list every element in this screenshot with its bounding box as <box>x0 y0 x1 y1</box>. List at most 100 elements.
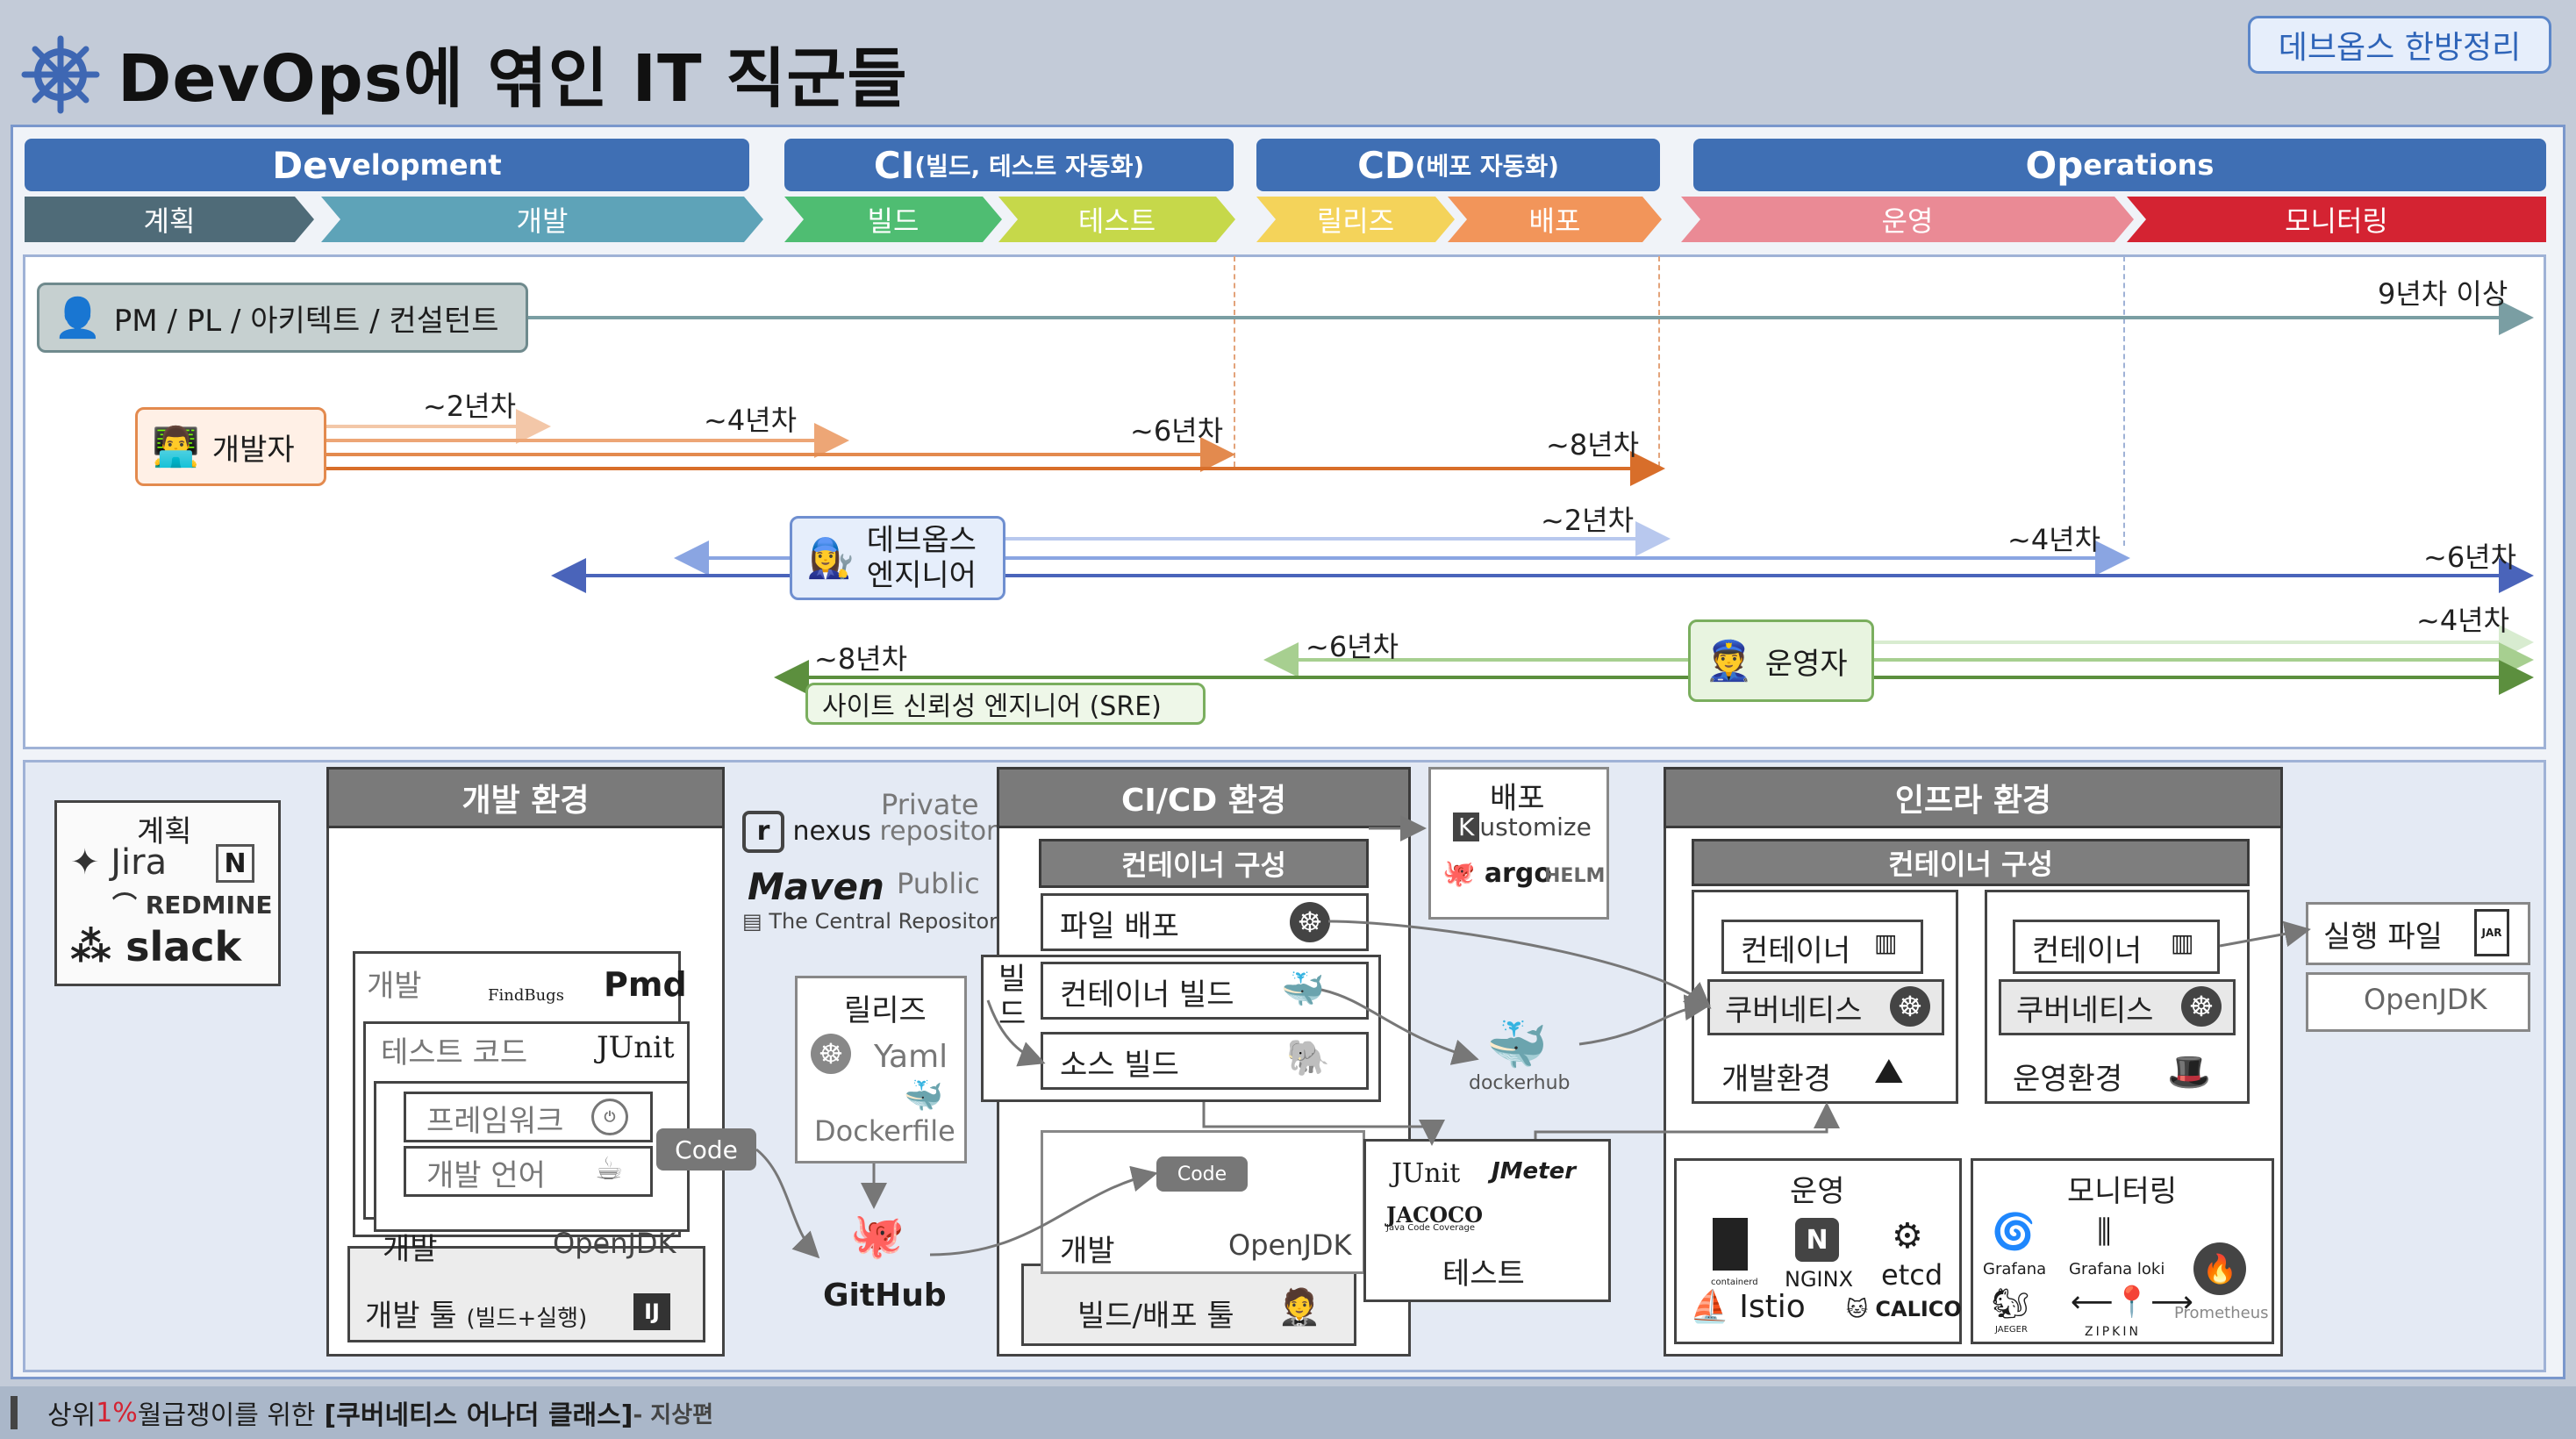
docker-icon: 🐳 <box>904 1078 943 1114</box>
jacoco-logo: JACOCO <box>1386 1202 1483 1228</box>
code-badge: Code <box>1156 1156 1248 1192</box>
stage-build: 빌드 <box>784 197 1002 242</box>
stage-operate: 운영 <box>1681 197 2134 242</box>
docker-icon: 🐳 <box>1281 970 1325 1010</box>
findbugs-logo: FindBugs <box>488 986 564 1005</box>
container-label-2: 컨테이너 <box>2032 934 2143 969</box>
connector-lines <box>755 815 2311 1259</box>
k8s-label-1: 쿠버네티스 <box>1725 993 1863 1028</box>
jira-logo: ✦ Jira <box>70 842 168 883</box>
dev-label-2: 개발 <box>383 1232 438 1267</box>
cicd-dev-box <box>1041 1130 1365 1274</box>
redhat-icon: 🎩 <box>2167 1052 2211 1092</box>
file-deploy-label: 파일 배포 <box>1060 909 1179 944</box>
yaml-label: Yaml <box>874 1039 948 1075</box>
etcd-label: etcd <box>1881 1258 1943 1292</box>
infra-container-head: 컨테이너 구성 <box>1692 839 2250 886</box>
source-build-box <box>1041 1032 1369 1090</box>
page-title: DevOps에 엮인 IT 직군들 <box>118 41 908 117</box>
loki-icon: ⫼ <box>2097 1214 2112 1250</box>
plan-title: 계획 <box>137 814 192 849</box>
dev-env-label: 개발환경 <box>1721 1062 1832 1097</box>
junit-logo: JUnit <box>1392 1158 1461 1189</box>
dev-env-title: 개발 환경 <box>326 767 725 828</box>
rancher-icon: ⛰ <box>1874 1051 1904 1092</box>
openjdk-logo: OpenJDK <box>553 1227 676 1260</box>
gradle-icon: 🐘 <box>1286 1038 1330 1078</box>
dev-year-4: ~4년차 <box>704 404 798 437</box>
jmeter-logo: JMeter <box>1492 1158 1577 1185</box>
nexus-logo: r nexus repository <box>742 811 1013 853</box>
cicd-container-head: 컨테이너 구성 <box>1039 839 1369 888</box>
role-developer: 👨‍💻 개발자 <box>135 407 326 486</box>
footer: 상위 1% 월급쟁이를 위한 [쿠버네티스 어나더 클래스] - 지상편 <box>0 1386 2576 1439</box>
ops-env-label: 운영환경 <box>2013 1062 2123 1097</box>
devops-year-6: ~6년차 <box>2423 541 2517 574</box>
k8s-label-2: 쿠버네티스 <box>2016 993 2154 1028</box>
grafana-label: Grafana <box>1983 1260 2047 1278</box>
container-build-label: 컨테이너 빌드 <box>1060 977 1234 1013</box>
exec-file-label: 실행 파일 <box>2323 920 2443 955</box>
officer-icon: 👮 <box>1705 639 1753 684</box>
phase-ci: CI (빌드, 테스트 자동화) <box>784 139 1234 191</box>
deploy-box <box>1428 767 1609 920</box>
kubernetes-icon: ☸ <box>2181 986 2222 1027</box>
dockerhub-label: dockerhub <box>1469 1072 1571 1094</box>
istio-logo: ⛵ Istio <box>1690 1289 1806 1325</box>
calico-logo: 🐱 CALICO <box>1846 1297 1962 1321</box>
test-box <box>1363 1139 1611 1302</box>
language-label: 개발 언어 <box>426 1158 546 1193</box>
notion-icon: N <box>216 844 254 883</box>
infra-env-title: 인프라 환경 <box>1664 767 2283 828</box>
release-label: 릴리즈 <box>844 993 927 1028</box>
loki-label: Grafana loki <box>2069 1260 2165 1278</box>
github-icon: 🐙 <box>849 1209 905 1261</box>
private-label: Private <box>881 788 979 821</box>
role-pm: 👤 PM / PL / 아키텍트 / 컨설턴트 <box>37 283 528 353</box>
role-sre: 사이트 신뢰성 엔지니어 (SRE) <box>805 683 1206 725</box>
dev-year-2: ~2년차 <box>423 390 517 423</box>
jenkins-icon: 🤵 <box>1277 1287 1321 1328</box>
stage-plan: 계획 <box>25 197 314 242</box>
ops-tools-title: 운영 <box>1790 1174 1845 1209</box>
divider-line <box>2123 256 2125 546</box>
slack-logo: ⁂ slack <box>70 923 242 970</box>
kubernetes-icon: ☸ <box>1290 902 1330 942</box>
helm-wheel-icon <box>21 35 100 114</box>
container-box-1 <box>1721 920 1923 974</box>
build-tool-label: 빌드/배포 툴 <box>1077 1299 1234 1334</box>
dev-label: 개발 <box>367 969 422 1004</box>
container-build-box <box>1041 962 1369 1020</box>
public-label: Public <box>897 867 980 900</box>
ops-year-8: ~8년차 <box>814 642 908 676</box>
engineer-icon: 👩‍🔧 <box>806 536 855 581</box>
helm-logo: HELM <box>1544 865 1606 887</box>
career-arrows <box>326 300 2534 695</box>
dev-tool-label: 개발 툴 (빌드+실행) <box>365 1299 588 1334</box>
intellij-icon: IJ <box>633 1293 670 1330</box>
deploy-label: 배포 <box>1490 781 1545 816</box>
devops-year-4: ~4년차 <box>2007 523 2101 556</box>
devops-year-2: ~2년차 <box>1541 504 1635 537</box>
containerd-icon <box>1713 1218 1748 1271</box>
test-label: 테스트 <box>1442 1256 1525 1292</box>
code-badge: Code <box>656 1128 756 1171</box>
cicd-dev-label: 개발 <box>1060 1234 1115 1269</box>
container-icon: ▥ <box>1874 928 1898 957</box>
phase-cd: CD (베포 자동화) <box>1256 139 1660 191</box>
cicd-env-title: CI/CD 환경 <box>997 767 1411 828</box>
grafana-icon: 🌀 <box>1992 1212 2036 1252</box>
ops-year-4: ~4년차 <box>2416 604 2510 637</box>
test-code-label: 테스트 코드 <box>381 1035 528 1070</box>
source-build-label: 소스 빌드 <box>1060 1048 1179 1083</box>
divider-line <box>1234 256 1235 467</box>
exec-jdk-box <box>2306 972 2530 1032</box>
zipkin-label: ZIPKIN <box>2085 1325 2141 1339</box>
central-repo-label: ▤ The Central Repository <box>742 909 1011 934</box>
prometheus-label: Prometheus <box>2174 1304 2269 1322</box>
github-label: GitHub <box>823 1278 947 1314</box>
kubernetes-icon: ☸ <box>811 1034 851 1074</box>
